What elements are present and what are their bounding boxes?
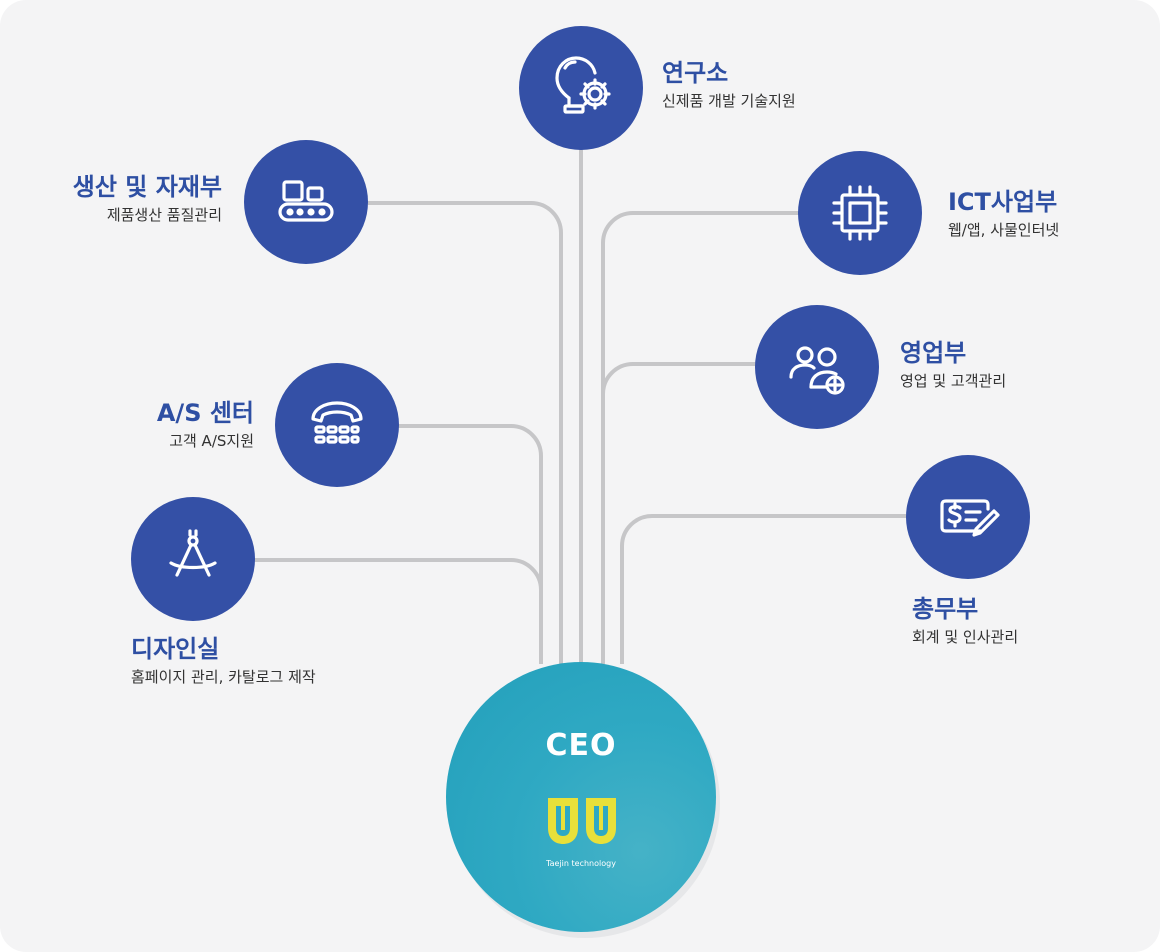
label-sales: 영업부 영업 및 고객관리: [900, 338, 1006, 392]
node-sales[interactable]: [755, 305, 879, 429]
node-ict[interactable]: [798, 151, 922, 275]
dept-desc: 회계 및 인사관리: [912, 628, 1019, 646]
label-design: 디자인실 홈페이지 관리, 카탈로그 제작: [131, 634, 316, 688]
label-rnd: 연구소 신제품 개발 기술지원: [662, 58, 796, 112]
check-dollar-pen-icon: [940, 499, 1000, 537]
company-logo-text: Taejin technology: [546, 859, 616, 868]
dept-name: 생산 및 자재부: [72, 173, 222, 201]
connector-admin: [620, 514, 906, 664]
dept-desc: 제품생산 품질관리: [106, 206, 222, 224]
dept-name: A/S 센터: [156, 399, 254, 427]
dept-name: 연구소: [662, 59, 729, 87]
ceo-node[interactable]: CEO Taejin technology: [446, 662, 716, 932]
company-logo: [548, 798, 616, 844]
dept-desc: 영업 및 고객관리: [900, 372, 1007, 390]
connector-design: [254, 558, 543, 664]
dept-desc: 신제품 개발 기술지원: [662, 92, 796, 110]
dept-name: 디자인실: [131, 635, 220, 663]
node-production[interactable]: [244, 140, 368, 264]
dept-desc: 고객 A/S지원: [169, 432, 254, 450]
dept-name: 총무부: [912, 595, 979, 623]
node-design[interactable]: [131, 497, 255, 621]
label-ict: ICT사업부 웹/앱, 사물인터넷: [948, 187, 1059, 241]
ceo-title: CEO: [545, 728, 617, 763]
users-add-icon: [789, 346, 845, 395]
dept-desc: 웹/앱, 사물인터넷: [948, 221, 1060, 239]
connector-ict: [601, 211, 800, 664]
connector-production: [368, 201, 563, 664]
label-production: 생산 및 자재부 제품생산 품질관리: [73, 172, 222, 226]
dept-name: ICT사업부: [948, 188, 1058, 216]
dept-desc: 홈페이지 관리, 카탈로그 제작: [131, 668, 316, 686]
connector-sales: [601, 362, 756, 664]
lightbulb-gear-icon: [555, 56, 611, 114]
dept-name: 영업부: [900, 339, 967, 367]
drafting-compass-icon: [169, 529, 217, 577]
conveyor-belt-icon: [278, 180, 334, 222]
microchip-icon: [832, 185, 888, 241]
node-admin[interactable]: [906, 455, 1030, 579]
node-as[interactable]: [275, 363, 399, 487]
label-as: A/S 센터 고객 A/S지원: [157, 398, 254, 452]
node-rnd[interactable]: [519, 26, 643, 150]
label-admin: 총무부 회계 및 인사관리: [912, 594, 1018, 648]
telephone-icon: [311, 401, 363, 444]
connector-as: [398, 424, 543, 664]
